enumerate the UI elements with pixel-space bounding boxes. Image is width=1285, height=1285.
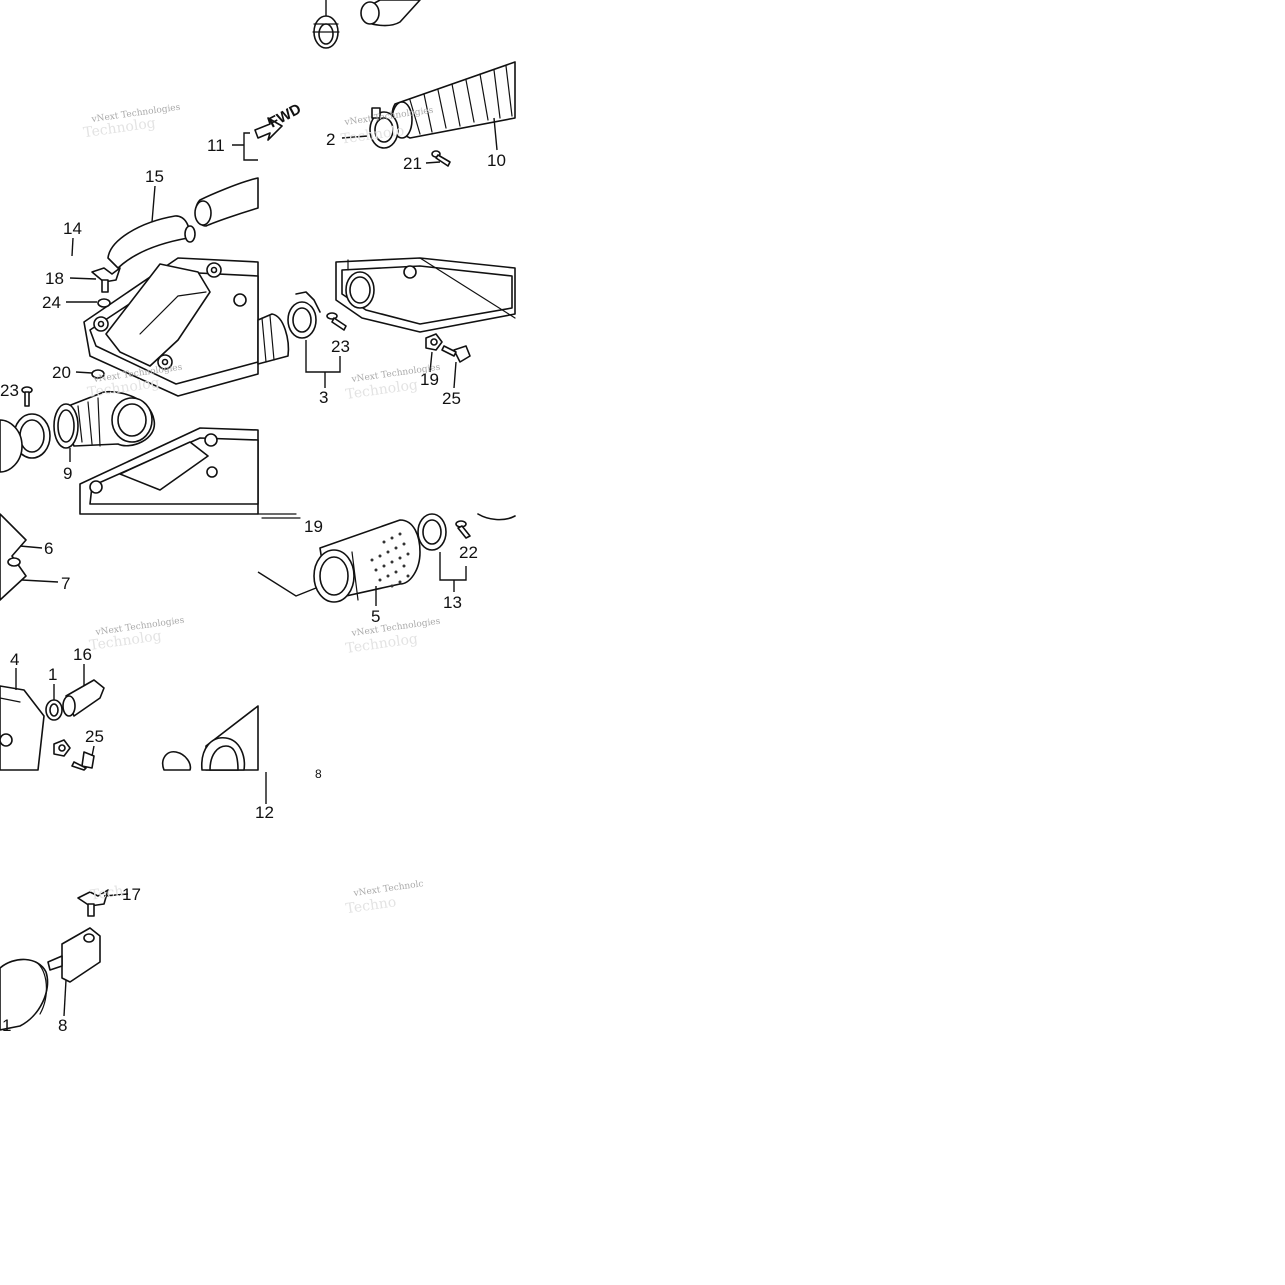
- callout-18: 18: [45, 269, 64, 288]
- callout-8-partial: 8: [315, 767, 322, 781]
- leader-5-left: [257, 571, 317, 597]
- leader-7: [21, 579, 59, 583]
- nut-lower: [53, 739, 71, 757]
- leader-2: [341, 135, 369, 139]
- callout-19: 19: [420, 370, 439, 389]
- callout-23-left: 23: [0, 381, 19, 400]
- callout-labels: 11 2 21 10 15 14 18 24 20 23 9 23 3 19 2…: [0, 130, 506, 1035]
- fwd-arrow: FWD: [254, 100, 304, 141]
- callout-20: 20: [52, 363, 71, 382]
- wing-nut-18: [91, 267, 121, 293]
- svg-text:Tech: Tech: [89, 883, 124, 903]
- callout-15: 15: [145, 167, 164, 186]
- callout-8: 8: [58, 1016, 67, 1035]
- corrugated-hose-10: [391, 61, 516, 139]
- filter-case-12: [201, 705, 259, 771]
- bracket-8: [47, 927, 101, 983]
- case-left-corner: [0, 513, 27, 601]
- clamp-2: [369, 107, 399, 149]
- callout-19-lower: 19: [304, 517, 323, 536]
- clamp-13: [417, 513, 447, 551]
- part-edge-right: [477, 513, 516, 521]
- callout-10: 10: [487, 151, 506, 170]
- clamp-left: [0, 413, 51, 473]
- callout-4: 4: [10, 650, 19, 669]
- screw-22: [455, 520, 471, 539]
- fwd-label: FWD: [266, 100, 304, 131]
- air-cleaner-case-top-edge: [79, 427, 259, 515]
- case-edge-19: [257, 513, 301, 519]
- callout-1: 1: [48, 665, 57, 684]
- leader-25: [453, 361, 457, 389]
- leader-25-lower: [91, 745, 95, 757]
- washer-24: [97, 298, 111, 308]
- callout-11: 11: [207, 136, 225, 155]
- callout-16: 16: [73, 645, 92, 664]
- screw-23-right: [326, 312, 347, 331]
- grommet-1: [45, 699, 63, 721]
- clamp-12: [161, 750, 192, 771]
- air-cleaner-cover: [83, 257, 259, 397]
- callout-22: 22: [459, 543, 478, 562]
- callout-24: 24: [42, 293, 61, 312]
- callout-9: 9: [63, 464, 72, 483]
- hose-15: [107, 177, 259, 269]
- callout-25-lower: 25: [85, 727, 104, 746]
- leader-18: [69, 277, 97, 280]
- callout-13: 13: [443, 593, 462, 612]
- cleaner-case-right: [335, 257, 516, 333]
- leader-15: [151, 185, 156, 223]
- callout-7: 7: [61, 574, 70, 593]
- grommet-top: [312, 15, 340, 49]
- drain-tube-16: [62, 679, 105, 717]
- tube-top: [360, 0, 421, 27]
- callout-23-right: 23: [331, 337, 350, 356]
- svg-text:Techno: Techno: [345, 894, 398, 917]
- leader-17: [103, 893, 129, 897]
- callout-1-partial: 1: [2, 1016, 11, 1035]
- leader-19: [429, 351, 433, 373]
- callout-14: 14: [63, 219, 82, 238]
- nut-19: [425, 333, 443, 351]
- screw-21: [431, 150, 451, 167]
- leader-6: [19, 545, 43, 549]
- screw-23-left: [21, 386, 33, 407]
- leader-10: [493, 117, 498, 151]
- callout-6: 6: [44, 539, 53, 558]
- leader-8: [63, 979, 67, 1017]
- callout-3: 3: [319, 388, 328, 407]
- callout-17: 17: [122, 885, 141, 904]
- case-body-4: [0, 685, 45, 771]
- callout-2: 2: [326, 130, 335, 149]
- leader-14: [71, 237, 74, 257]
- callout-12: 12: [255, 803, 274, 822]
- leader-21: [425, 161, 441, 164]
- bracket-3: [305, 340, 341, 388]
- wing-nut-17: [77, 889, 109, 917]
- bolt-25: [441, 345, 471, 363]
- filter-case-bottom: [0, 958, 49, 1031]
- filter-element-5: [313, 519, 421, 603]
- filter-holes: [370, 532, 410, 588]
- bracket-13: [439, 552, 467, 592]
- callout-5: 5: [371, 607, 380, 626]
- callout-25: 25: [442, 389, 461, 408]
- bolt-25-lower: [71, 751, 95, 771]
- tube-9: [53, 390, 155, 449]
- leader-20: [75, 371, 93, 374]
- bracket-11: [232, 132, 258, 161]
- grommet-20: [91, 369, 105, 379]
- inlet-tube: [257, 291, 321, 365]
- callout-21: 21: [403, 154, 422, 173]
